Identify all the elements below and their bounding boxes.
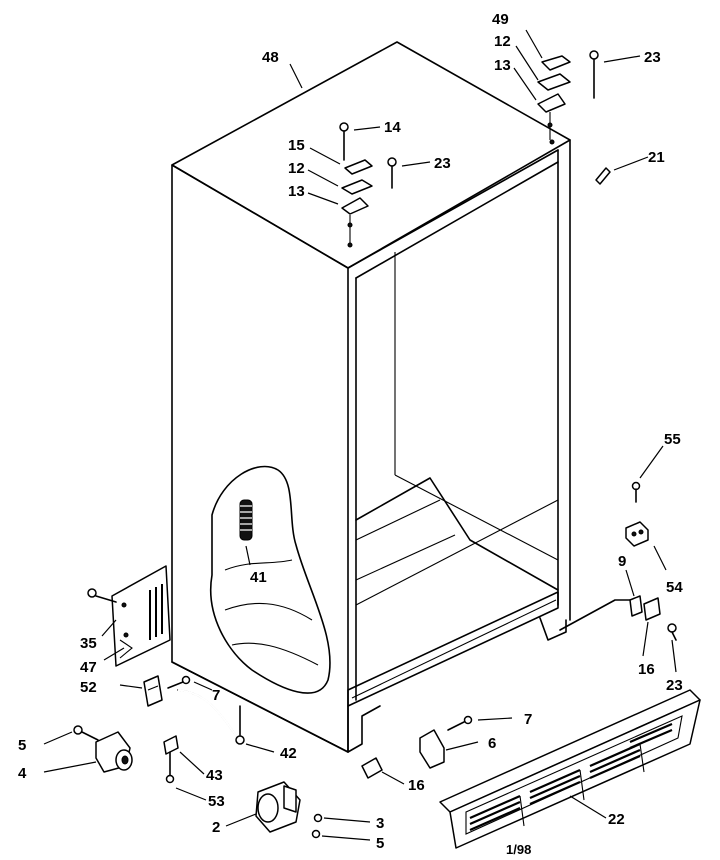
caster-2 <box>255 781 323 839</box>
caster-4 <box>73 725 133 773</box>
rear-panel-35-47 <box>87 565 171 667</box>
callout-48: 48 <box>262 49 279 66</box>
cabinet-outline <box>171 41 571 753</box>
callout-16-right: 16 <box>638 661 655 678</box>
callout-22: 22 <box>608 811 625 828</box>
callout-53: 53 <box>208 793 225 810</box>
screw-23-b <box>387 157 397 189</box>
bracket-43 <box>163 735 179 784</box>
callout-16-bottom: 16 <box>408 777 425 794</box>
callout-labels: 48 49 12 13 23 14 15 12 13 23 21 55 41 5… <box>18 11 683 852</box>
callout-6: 6 <box>488 735 496 752</box>
callout-5-bottom: 5 <box>376 835 384 852</box>
callout-43: 43 <box>206 767 223 784</box>
top-right-hinge-assembly <box>537 50 599 145</box>
condenser-cutout <box>210 465 331 694</box>
hinge-15 <box>344 159 373 175</box>
callout-12-top: 12 <box>288 160 305 177</box>
screw-7-left <box>167 675 191 689</box>
screw-23-a <box>589 50 599 99</box>
callout-4: 4 <box>18 765 27 782</box>
callout-15: 15 <box>288 137 305 154</box>
footer-code: 1/98 <box>506 842 531 857</box>
bracket-52 <box>143 675 163 707</box>
top-hinge-assembly <box>339 122 397 248</box>
callout-55: 55 <box>664 431 681 448</box>
tube-42 <box>177 689 245 745</box>
screw-14 <box>339 122 349 161</box>
callout-52: 52 <box>80 679 97 696</box>
callout-12-top-right: 12 <box>494 33 511 50</box>
callout-41: 41 <box>250 569 267 586</box>
callout-23-top: 23 <box>434 155 451 172</box>
callout-47: 47 <box>80 659 97 676</box>
callout-5-left: 5 <box>18 737 26 754</box>
callout-35: 35 <box>80 635 97 652</box>
clip-16-bottom <box>361 757 383 779</box>
toe-grille-22 <box>439 689 701 849</box>
callout-23-right: 23 <box>666 677 683 694</box>
callout-49: 49 <box>492 11 509 28</box>
bracket-6 <box>419 715 473 769</box>
callout-9: 9 <box>618 553 626 570</box>
bracket-9-16 <box>559 595 677 641</box>
callout-3: 3 <box>376 815 384 832</box>
screw-55 <box>631 481 641 503</box>
callout-2: 2 <box>212 819 220 836</box>
callout-13-top: 13 <box>288 183 305 200</box>
part-21 <box>595 167 611 185</box>
hinge-49 <box>541 55 571 71</box>
callout-7-left: 7 <box>212 687 220 704</box>
hinge-12 <box>341 179 373 195</box>
callout-21: 21 <box>648 149 665 166</box>
coil-spring <box>239 499 253 541</box>
callout-13-top-right: 13 <box>494 57 511 74</box>
callout-7-bottom: 7 <box>524 711 532 728</box>
leader-lines <box>43 29 677 841</box>
hinge-13 <box>341 197 369 215</box>
callout-23-top-right: 23 <box>644 49 661 66</box>
hinge-12-r <box>537 73 571 91</box>
callout-54: 54 <box>666 579 683 596</box>
hinge-13-r <box>537 93 566 113</box>
bracket-54 <box>625 521 649 547</box>
callout-14: 14 <box>384 119 401 136</box>
screw-35 <box>87 588 117 603</box>
callout-42: 42 <box>280 745 297 762</box>
